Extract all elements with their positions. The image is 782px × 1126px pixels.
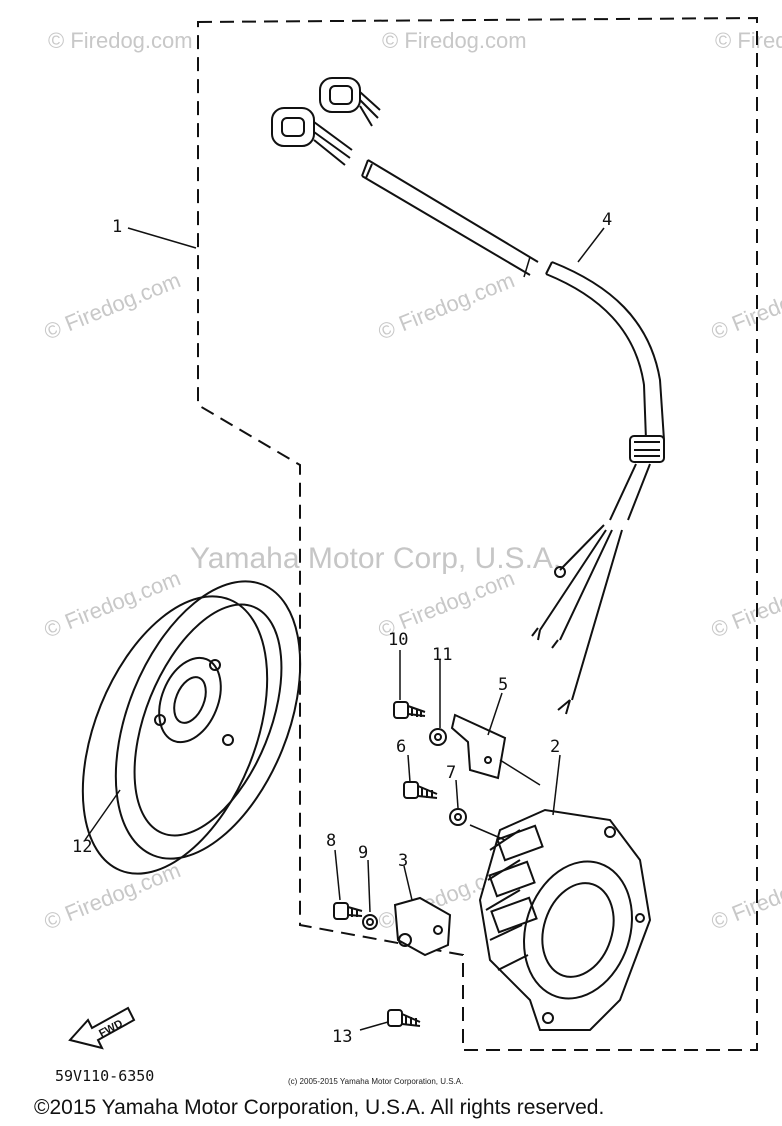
watermark-brand: © Firedog.com: [708, 267, 782, 344]
stator-assembly: [478, 808, 652, 1031]
part-label: 6: [396, 737, 406, 757]
small-copyright: (c) 2005-2015 Yamaha Motor Corporation, …: [288, 1077, 463, 1086]
copyright-notice: ©2015 Yamaha Motor Corporation, U.S.A. A…: [34, 1096, 604, 1119]
diagram-code: 59V110-6350: [55, 1067, 154, 1085]
part-label: 9: [358, 843, 368, 863]
assembly-boundary: [197, 16, 758, 1051]
part-label: 13: [332, 1027, 352, 1047]
fasteners: [333, 701, 467, 1027]
part-label: 1: [112, 217, 122, 237]
holder: [393, 896, 452, 957]
part-label: 12: [72, 837, 92, 857]
watermark-brand: © Firedog.com: [708, 857, 782, 934]
part-label: 3: [398, 851, 408, 871]
connector-lower: [271, 107, 353, 166]
connector-upper: [319, 77, 381, 127]
part-label: 2: [550, 737, 560, 757]
part-label: 4: [602, 210, 612, 230]
part-labels: 1 2 3 4 5 6 7 8 9 10 11 12 13: [72, 210, 612, 1047]
part-label: 5: [498, 675, 508, 695]
part-label: 10: [388, 630, 408, 650]
part-label: 7: [446, 763, 456, 783]
watermark-brand: © Firedog.com: [48, 28, 193, 53]
watermark-brand: © Firedog.com: [41, 565, 184, 642]
flywheel-rotor: [81, 580, 302, 875]
leader-lines: [84, 227, 605, 1031]
clamp-plate: [450, 713, 507, 780]
watermark-brand: © Firedog.com: [708, 565, 782, 642]
watermark-brand: © Firedog.com: [41, 267, 184, 344]
fwd-label: FWD: [97, 1018, 125, 1040]
watermark-brand: © Firedog.com: [715, 28, 782, 53]
fwd-arrow: FWD: [68, 1006, 136, 1050]
wire-harness: [271, 77, 665, 715]
part-label: 11: [432, 645, 452, 665]
watermark-brand: © Firedog.com: [382, 28, 527, 53]
watermark-brand: © Firedog.com: [375, 267, 518, 344]
watermark-center: Yamaha Motor Corp, U.S.A.: [190, 542, 561, 575]
part-label: 8: [326, 831, 336, 851]
